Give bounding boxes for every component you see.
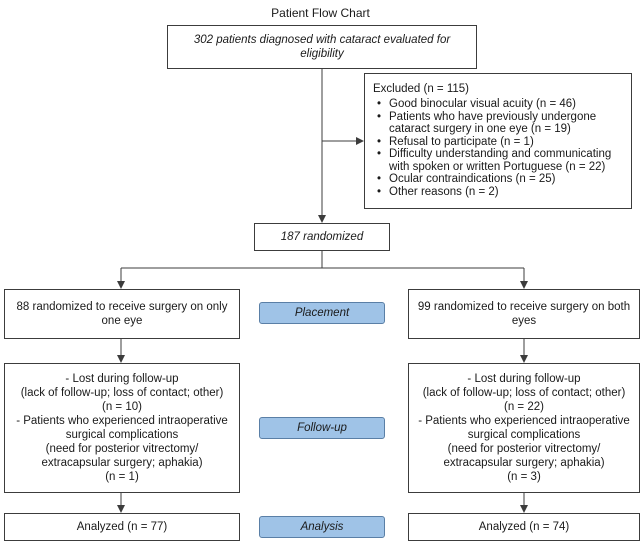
stage-placement-label: Placement: [294, 307, 350, 319]
right-complications-label: - Patients who experienced intraoperativ…: [418, 415, 630, 441]
right-analyzed-box: Analyzed (n = 74): [408, 513, 640, 541]
right-followup-box: - Lost during follow-up (lack of follow-…: [408, 363, 640, 493]
randomized-text: 187 randomized: [280, 231, 364, 243]
left-analyzed-text: Analyzed (n = 77): [76, 521, 168, 533]
left-complications-reasons: (need for posterior vitrectomy/ extracap…: [41, 443, 203, 469]
right-lost-label: - Lost during follow-up: [467, 373, 581, 385]
eligibility-box: 302 patients diagnosed with cataract eva…: [167, 25, 477, 69]
left-arm-box: 88 randomized to receive surgery on only…: [4, 289, 240, 339]
stage-placement: Placement: [259, 302, 385, 324]
left-lost-label: - Lost during follow-up: [65, 373, 179, 385]
left-followup-box: - Lost during follow-up (lack of follow-…: [4, 363, 240, 493]
excluded-item: Refusal to participate (n = 1): [377, 136, 623, 149]
randomized-box: 187 randomized: [254, 223, 390, 251]
stage-followup: Follow-up: [259, 417, 385, 439]
excluded-list: Good binocular visual acuity (n = 46) Pa…: [373, 98, 623, 198]
right-complications-count: (n = 3): [507, 471, 541, 483]
chart-title: Patient Flow Chart: [271, 6, 370, 20]
right-lost-reasons: (lack of follow-up; loss of contact; oth…: [422, 387, 626, 399]
stage-followup-label: Follow-up: [297, 422, 347, 434]
excluded-item: Difficulty understanding and communicati…: [377, 148, 623, 173]
excluded-item: Patients who have previously undergone c…: [377, 111, 623, 136]
right-arm-box: 99 randomized to receive surgery on both…: [408, 289, 640, 339]
stage-analysis-label: Analysis: [300, 521, 344, 533]
right-arm-text: 99 randomized to receive surgery on both…: [417, 301, 631, 327]
excluded-item: Other reasons (n = 2): [377, 186, 623, 199]
right-complications-reasons: (need for posterior vitrectomy/ extracap…: [443, 443, 605, 469]
left-analyzed-box: Analyzed (n = 77): [4, 513, 240, 541]
excluded-heading: Excluded (n = 115): [373, 83, 469, 95]
left-arm-text: 88 randomized to receive surgery on only…: [16, 301, 228, 327]
excluded-item: Ocular contraindications (n = 25): [377, 173, 623, 186]
right-analyzed-text: Analyzed (n = 74): [478, 521, 570, 533]
left-complications-count: (n = 1): [105, 471, 139, 483]
left-complications-label: - Patients who experienced intraoperativ…: [16, 415, 228, 441]
stage-analysis: Analysis: [259, 516, 385, 538]
excluded-box: Excluded (n = 115) Good binocular visual…: [364, 73, 632, 209]
left-lost-reasons: (lack of follow-up; loss of contact; oth…: [20, 387, 224, 399]
eligibility-text: 302 patients diagnosed with cataract eva…: [193, 34, 451, 60]
right-lost-count: (n = 22): [504, 401, 544, 413]
left-lost-count: (n = 10): [102, 401, 142, 413]
excluded-item: Good binocular visual acuity (n = 46): [377, 98, 623, 111]
